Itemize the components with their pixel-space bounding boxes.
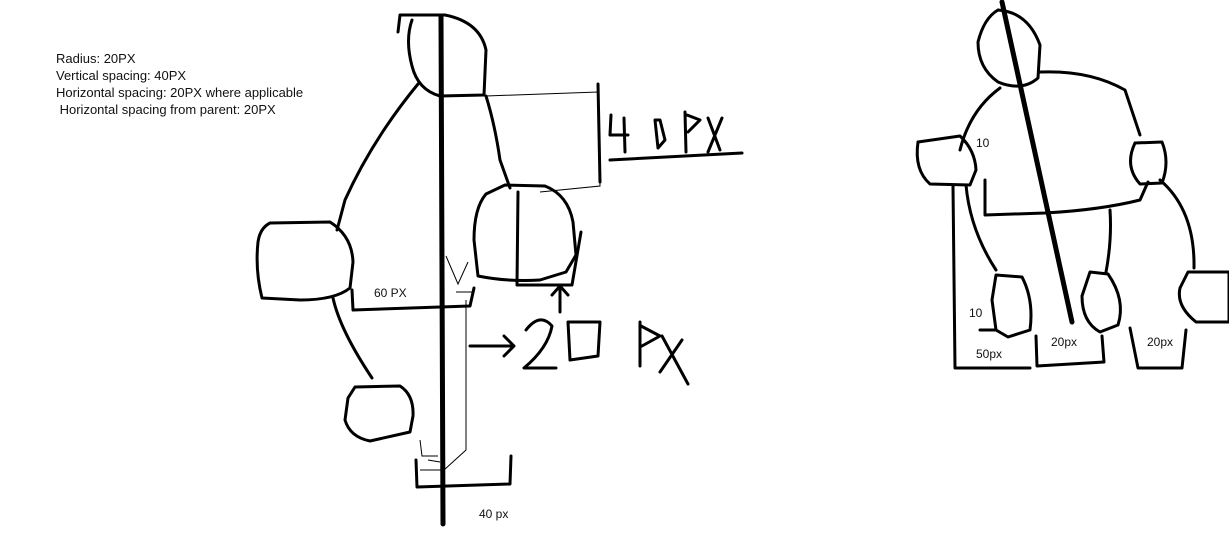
edge-left-grandchild <box>331 296 374 380</box>
right-node-left <box>915 134 978 187</box>
measure-40px-pole <box>596 82 602 184</box>
right-node-bottom-a <box>990 273 1033 339</box>
label-10-bottom: 10 <box>969 306 983 320</box>
note-radius: Radius: 20PX <box>56 51 136 66</box>
right-tree-sketch <box>915 0 1229 370</box>
right-node-right <box>1129 140 1168 186</box>
measure-40px-box <box>485 91 601 193</box>
thin-scribble-b <box>419 439 441 463</box>
arrow-up-icon <box>550 284 570 314</box>
handwritten-20px <box>522 318 690 386</box>
measure-40px-base <box>608 151 744 162</box>
note-horizontal-spacing: Horizontal spacing: 20PX where applicabl… <box>56 85 304 100</box>
right-node-bottom-b <box>1080 270 1122 334</box>
label-20px-a: 20px <box>1051 335 1078 349</box>
left-node-grandchild <box>343 384 415 443</box>
arrow-right-icon <box>468 334 516 358</box>
bracket-20px-b <box>1128 326 1188 370</box>
left-node-child-left <box>255 220 355 302</box>
edge-body-c <box>1158 178 1196 270</box>
bracket-60px <box>350 286 476 312</box>
bracket-20px-a <box>1034 334 1106 368</box>
edge-body-b <box>1104 208 1112 274</box>
label-20px-b: 20px <box>1147 335 1174 349</box>
right-node-bottom-c <box>1177 270 1229 324</box>
label-10-top: 10 <box>976 136 990 150</box>
bracket-left-tall <box>951 184 1032 370</box>
vertical-axis-line <box>438 13 446 527</box>
thin-scribble-a <box>420 255 472 471</box>
right-node-root <box>976 8 1042 88</box>
spec-notes: Radius: 20PX Vertical spacing: 40PX Hori… <box>56 50 303 118</box>
diagonal-axis-line <box>999 0 1075 325</box>
left-node-root <box>396 13 488 98</box>
edge-root-left <box>335 82 420 232</box>
left-node-child-right <box>472 183 578 282</box>
left-tree-sketch <box>255 13 744 527</box>
edge-body-a <box>964 183 998 272</box>
bracket-inner <box>515 190 583 287</box>
label-60px: 60 PX <box>374 286 407 300</box>
bracket-40px <box>414 454 513 489</box>
handwritten-40px <box>608 110 724 154</box>
label-50px: 50px <box>976 347 1003 361</box>
edge-root-right <box>484 94 512 190</box>
right-node-body <box>958 70 1150 217</box>
note-horizontal-spacing-parent: Horizontal spacing from parent: 20PX <box>56 102 276 117</box>
note-vertical-spacing: Vertical spacing: 40PX <box>56 68 187 83</box>
label-40px: 40 px <box>479 507 509 521</box>
